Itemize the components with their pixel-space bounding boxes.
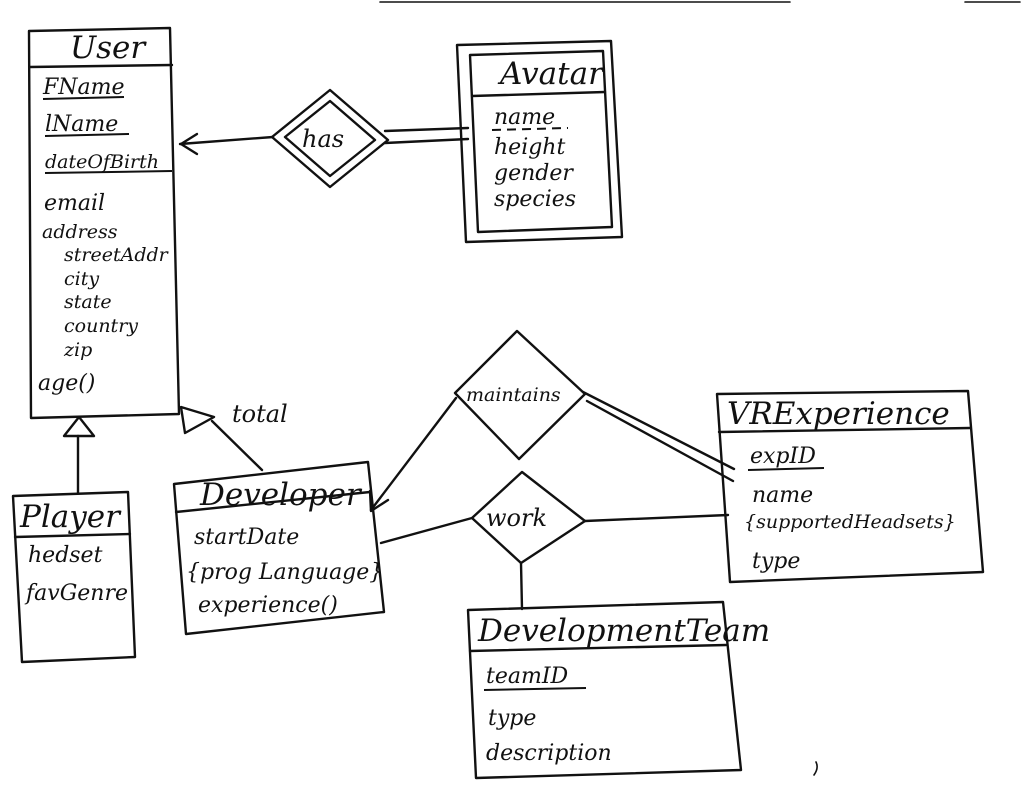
relationship-has-label: has bbox=[302, 125, 344, 153]
maintains-to-developer-arrow bbox=[368, 489, 390, 513]
user-address-streetaddr: streetAddr bbox=[64, 244, 170, 266]
developer-isa-triangle bbox=[179, 405, 216, 435]
entity-vrexperience-title: VRExperience bbox=[727, 396, 950, 432]
has-avatar-line-1 bbox=[383, 126, 470, 133]
entity-avatar: Avatar name height gender species bbox=[455, 39, 624, 244]
user-key-attr-lname: lName bbox=[45, 112, 118, 137]
entity-user: User FName lName dateOfBirth email addre… bbox=[27, 26, 181, 420]
annotation-total: total bbox=[232, 400, 288, 428]
entity-player-title: Player bbox=[19, 499, 122, 535]
developmentteam-attr-type: type bbox=[488, 706, 536, 731]
player-isa-triangle bbox=[62, 415, 96, 438]
developer-attr-proglanguage: {prog Language} bbox=[186, 560, 383, 585]
vrexperience-attr-type: type bbox=[752, 549, 800, 574]
avatar-attr-height: height bbox=[494, 135, 565, 160]
entity-developer: Developer startDate {prog Language} expe… bbox=[172, 460, 386, 636]
user-attr-email: email bbox=[44, 191, 105, 216]
has-to-user-line bbox=[178, 135, 275, 146]
developer-attr-startdate: startDate bbox=[194, 525, 299, 550]
relationship-maintains-label: maintains bbox=[466, 384, 561, 406]
avatar-attr-species: species bbox=[494, 187, 576, 212]
maintains-to-developer-line bbox=[369, 396, 458, 512]
work-to-developer-line bbox=[379, 516, 474, 545]
has-avatar-line-2 bbox=[383, 137, 470, 145]
stray-pen-mark bbox=[813, 761, 818, 776]
developer-method-experience: experience() bbox=[198, 593, 338, 618]
entity-avatar-title: Avatar bbox=[497, 56, 605, 92]
maintains-vrexp-line-2 bbox=[585, 399, 735, 483]
user-address-zip: zip bbox=[63, 339, 92, 361]
relationship-work-label: work bbox=[486, 504, 547, 532]
vrexperience-key-expid: expID bbox=[750, 444, 816, 469]
relationship-has: has bbox=[270, 88, 390, 189]
user-attr-address: address bbox=[42, 221, 118, 243]
vrexperience-attr-name: name bbox=[752, 483, 813, 508]
developer-isa-line bbox=[210, 419, 264, 472]
user-key-attr-fname: FName bbox=[42, 75, 125, 100]
entity-developmentteam: DevelopmentTeam teamID type description bbox=[466, 600, 770, 780]
user-address-city: city bbox=[64, 268, 99, 290]
avatar-partial-key-name: name bbox=[494, 105, 555, 130]
maintains-vrexp-line-1 bbox=[581, 390, 736, 471]
player-attr-favgenre: favGenre bbox=[24, 581, 128, 606]
user-address-country: country bbox=[64, 315, 138, 337]
work-to-team-line bbox=[519, 561, 524, 611]
relationship-maintains: maintains bbox=[453, 329, 587, 461]
has-to-user-arrow bbox=[179, 132, 199, 156]
developmentteam-attr-description: description bbox=[486, 741, 612, 766]
work-to-vrexperience-line bbox=[583, 513, 730, 523]
entity-developer-title: Developer bbox=[199, 477, 363, 513]
entity-user-title: User bbox=[70, 30, 147, 66]
player-attr-hedset: hedset bbox=[28, 543, 103, 568]
entity-player: Player hedset favGenre bbox=[11, 490, 137, 664]
avatar-attr-gender: gender bbox=[494, 161, 574, 186]
vrexperience-attr-supportedheadsets: {supportedHeadsets} bbox=[744, 511, 956, 533]
entity-developmentteam-title: DevelopmentTeam bbox=[477, 613, 770, 649]
developmentteam-key-teamid: teamID bbox=[486, 664, 569, 689]
user-address-state: state bbox=[64, 291, 112, 313]
user-method-age: age() bbox=[38, 371, 95, 396]
entity-vrexperience: VRExperience expID name {supportedHeadse… bbox=[715, 389, 985, 584]
user-key-attr-dob: dateOfBirth bbox=[45, 151, 159, 173]
relationship-work: work bbox=[470, 470, 587, 565]
